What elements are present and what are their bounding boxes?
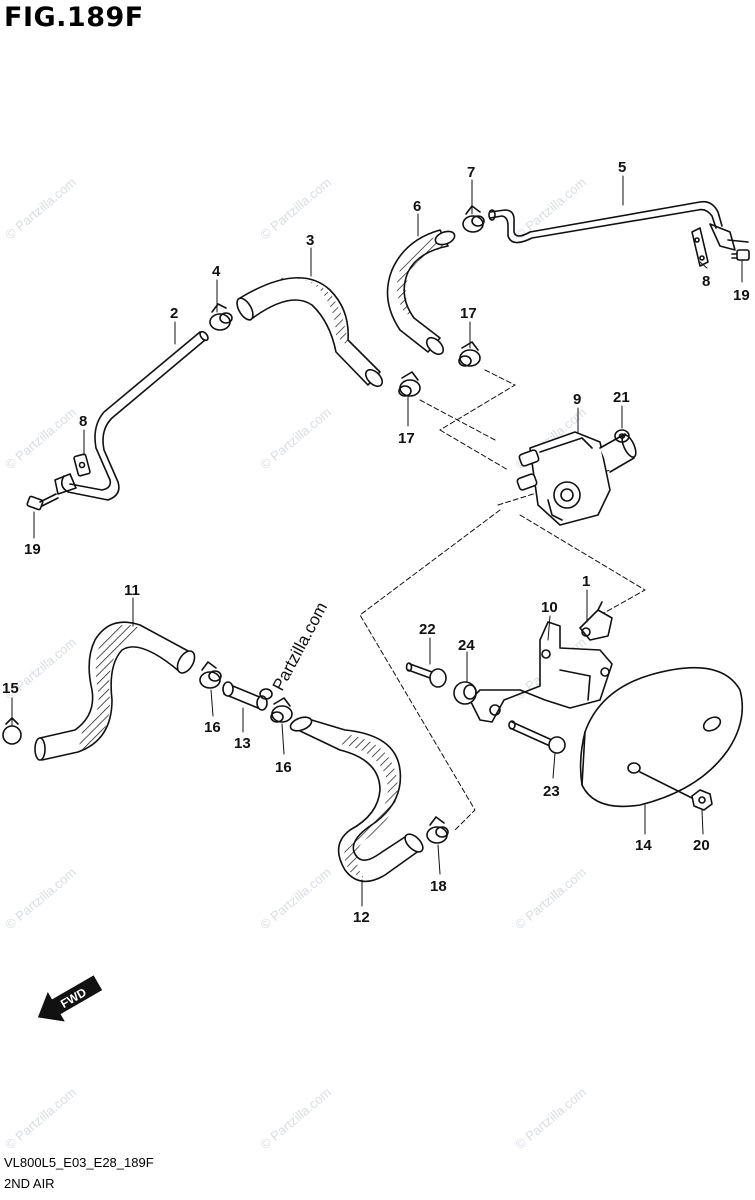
watermark: © Partzilla.com (2, 404, 79, 472)
pipe-2 (60, 330, 209, 501)
watermark: © Partzilla.com (512, 1084, 589, 1152)
callout-7: 7 (467, 164, 475, 181)
bolt-19-right (731, 249, 750, 261)
washer-21 (614, 429, 630, 443)
clamp-16-right (270, 697, 293, 723)
fwd-arrow: FWD (37, 975, 103, 1022)
callout-13: 13 (234, 735, 251, 752)
bolt-23 (508, 720, 566, 754)
callout-14: 14 (635, 837, 652, 854)
watermark: © Partzilla.com (512, 864, 589, 932)
callout-23: 23 (543, 783, 560, 800)
watermark: © Partzilla.com (2, 174, 79, 242)
callout-16-left: 16 (204, 719, 221, 736)
bolt-19-left (26, 493, 59, 511)
callout-3: 3 (306, 232, 314, 249)
callout-11: 11 (124, 582, 140, 599)
bracket-8-right (691, 227, 709, 267)
callout-15: 15 (2, 680, 19, 697)
model-code: VL800L5_E03_E28_189F (4, 1155, 154, 1170)
callout-10: 10 (541, 599, 558, 616)
callout-24: 24 (458, 637, 475, 654)
bolt-22 (405, 662, 447, 688)
hose-6 (386, 229, 456, 356)
section-name: 2ND AIR (4, 1176, 55, 1191)
callout-19-left: 19 (24, 541, 41, 558)
pipe-5 (488, 200, 749, 251)
grommet-24 (453, 681, 477, 705)
callout-8-right: 8 (702, 273, 710, 290)
cap-15 (2, 717, 22, 745)
bracket-10 (469, 621, 613, 723)
clamp-18 (426, 816, 449, 844)
callout-20: 20 (693, 837, 710, 854)
clamp-7 (462, 205, 485, 233)
watermark: © Partzilla.com (257, 404, 334, 472)
nut-20 (691, 789, 713, 811)
callout-2: 2 (170, 305, 178, 322)
callouts: 1 2 3 4 5 6 7 8 8 9 10 11 12 13 14 15 16… (2, 159, 750, 926)
hose-12 (289, 716, 424, 883)
watermark-large: Partzilla.com (269, 599, 331, 694)
watermark: © Partzilla.com (2, 864, 79, 932)
callout-1: 1 (582, 573, 590, 590)
callout-6: 6 (413, 198, 421, 215)
callout-21: 21 (613, 389, 630, 406)
hose-3 (236, 276, 384, 388)
watermark: © Partzilla.com (2, 1084, 79, 1152)
callout-16-right: 16 (275, 759, 292, 776)
callout-19-right: 19 (733, 287, 750, 304)
bracket-8-left (54, 453, 91, 495)
clamp-4 (209, 303, 233, 331)
figure-title: FIG.189F (4, 2, 144, 33)
callout-5: 5 (618, 159, 626, 176)
callout-9: 9 (573, 391, 581, 408)
callout-22: 22 (419, 621, 436, 638)
clamp-17-lower (398, 371, 421, 397)
watermark: © Partzilla.com (512, 174, 589, 242)
callout-4: 4 (212, 263, 221, 280)
callout-18: 18 (430, 878, 447, 895)
clamp-17-upper (458, 341, 481, 367)
valve-9 (516, 431, 637, 526)
watermark: © Partzilla.com (257, 1084, 334, 1152)
callout-8-left: 8 (79, 413, 87, 430)
callout-17-upper: 17 (460, 305, 477, 322)
air-cleaner-14 (579, 666, 744, 808)
watermark: © Partzilla.com (257, 174, 334, 242)
callout-12: 12 (353, 909, 370, 926)
joint-13 (222, 681, 273, 711)
fitting-1 (579, 601, 613, 641)
callout-17-lower: 17 (398, 430, 415, 447)
hose-11 (34, 621, 196, 761)
clamp-16-left (199, 661, 222, 689)
leader-lines (11, 175, 743, 907)
watermark: © Partzilla.com (257, 864, 334, 932)
